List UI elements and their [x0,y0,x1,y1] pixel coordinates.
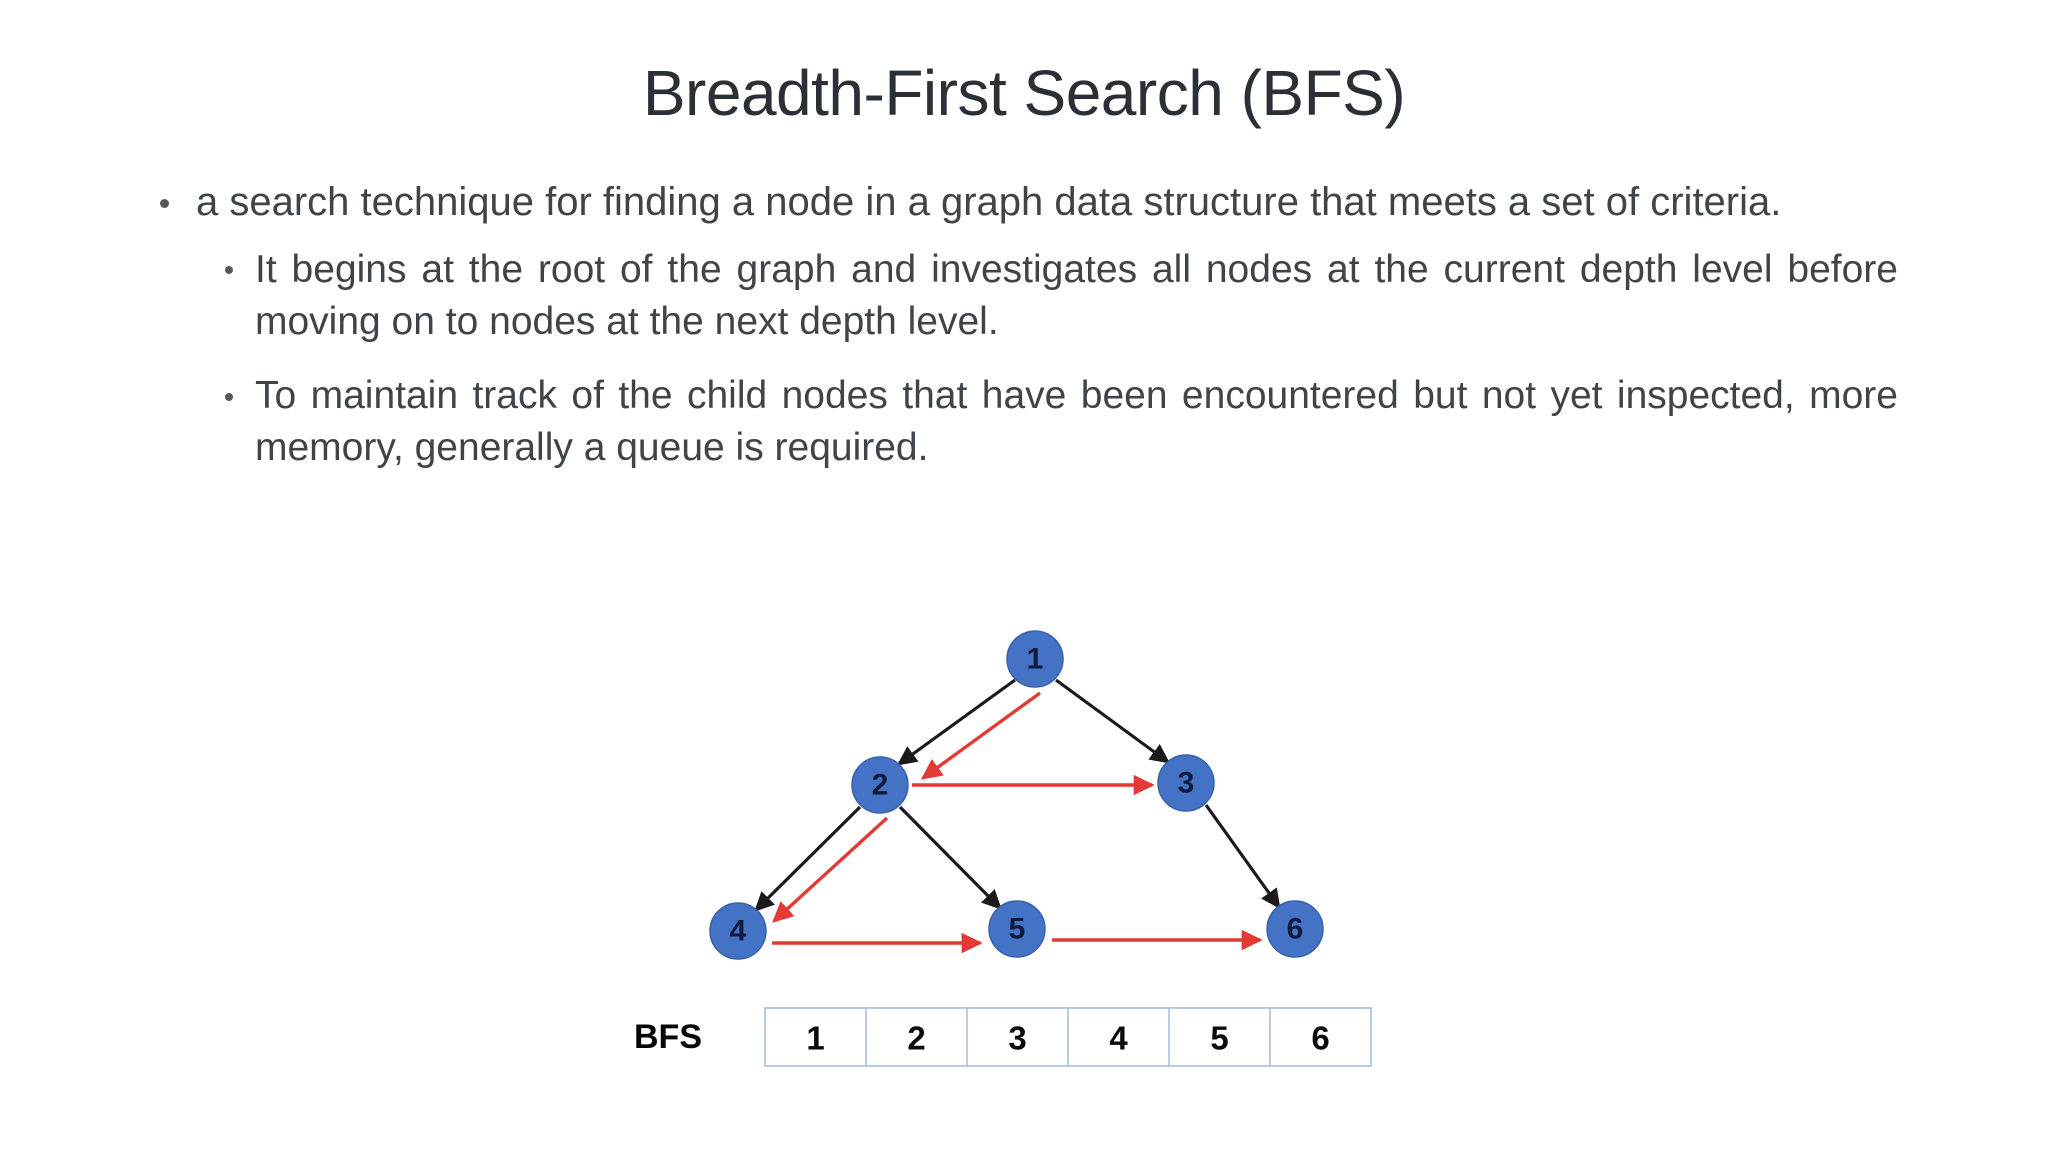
bfs-table-caption: BFS [634,1018,702,1056]
node-circle-6[interactable] [1266,900,1324,958]
table-cell: 5 [1210,1020,1228,1057]
bfs-result-table: 1 2 3 4 5 6 [764,1007,1372,1067]
page-title: Breadth-First Search (BFS) [642,57,1406,129]
list-item: a search technique for finding a node in… [150,176,1898,230]
graph-node[interactable]: 6 [1266,900,1324,958]
node-circle-3[interactable] [1157,754,1215,812]
graph-node[interactable]: 4 [709,902,767,960]
node-circle-2[interactable] [851,756,909,814]
edge-2-5 [898,805,1002,910]
bullet-text: To maintain track of the child nodes tha… [255,374,1898,470]
traversal-arrow-1-2 [920,691,1041,780]
edge-3-6 [1204,804,1281,910]
graph-node[interactable]: 2 [851,756,909,814]
slide-body: a search technique for finding a node in… [150,176,1898,497]
node-circle-4[interactable] [709,902,767,960]
tree-edges [754,678,1281,912]
node-label-3: 3 [1178,767,1195,800]
traversal-arrows [771,691,1263,954]
edge-2-4 [754,805,862,912]
graph-node[interactable]: 3 [1157,754,1215,812]
node-label-5: 5 [1009,913,1026,946]
node-circle-5[interactable] [988,900,1046,958]
node-circle-1[interactable] [1006,630,1064,688]
bullet-dot-icon [160,199,169,209]
table-cell: 6 [1311,1020,1329,1057]
traversal-arrow-3-4 [771,816,889,923]
list-item: It begins at the root of the graph and i… [225,244,1898,349]
edge-1-3 [1055,678,1171,764]
node-label-4: 4 [730,915,747,948]
bullet-dot-icon [225,392,233,401]
node-label-6: 6 [1287,913,1304,946]
graph-node[interactable]: 1 [1006,630,1064,688]
table-cell: 4 [1109,1020,1128,1057]
bullet-dot-icon [225,266,233,275]
bullet-text: It begins at the root of the graph and i… [255,247,1898,343]
list-item: To maintain track of the child nodes tha… [225,370,1898,475]
graph-node[interactable]: 5 [988,900,1046,958]
edge-1-2 [896,678,1016,766]
sub-bullet-list: It begins at the root of the graph and i… [150,244,1898,475]
node-label-1: 1 [1027,643,1044,676]
node-label-2: 2 [872,769,889,802]
bullet-text: a search technique for finding a node in… [196,180,1782,224]
table-cell: 1 [806,1020,824,1057]
table-cell: 3 [1008,1020,1026,1057]
table-cell: 2 [907,1020,925,1057]
bfs-graph-diagram: 1 2 3 4 5 6 BFS [560,596,1460,1116]
